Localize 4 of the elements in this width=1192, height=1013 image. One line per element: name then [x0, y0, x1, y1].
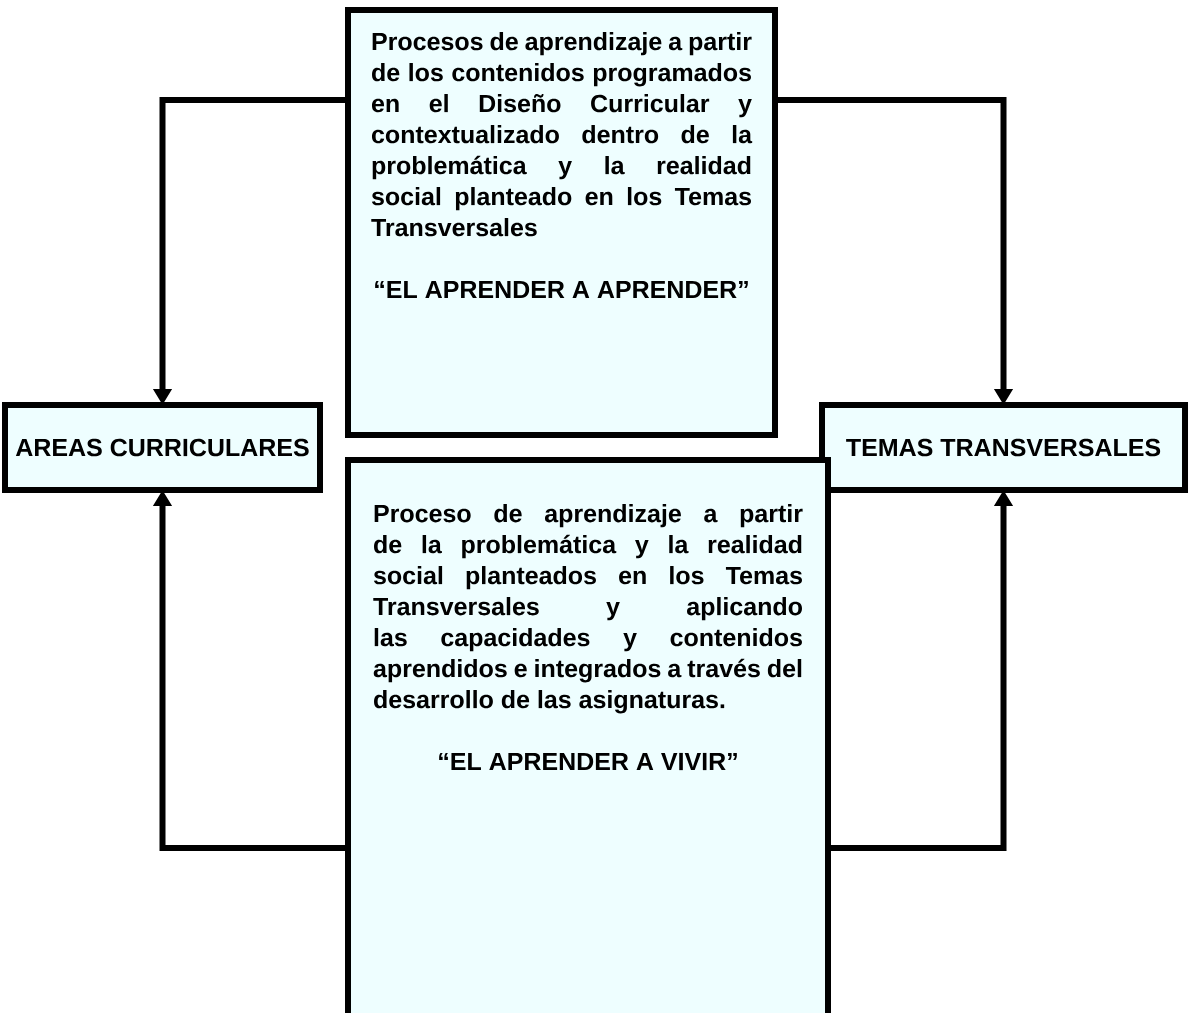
text-box: Proceso de aprendizaje a partir de la problemática y la realidad social planteados en los Temas Transversales y aplicando las capacidades y contenidos aprendidos e integrados a través del desarrollo de las asignaturas. “EL APRENDER A VIVIR” [345, 457, 831, 1013]
text-box: Procesos de aprendizaje a partir de los contenidos programados en el Diseño Curricular y contextualizado dentro de la problemática y la realidad social planteado en los Temas Transversales “EL APRENDER A APRENDER” [345, 7, 778, 438]
text-box: TEMAS TRANSVERSALES [819, 402, 1188, 493]
text-box: AREAS CURRICULARES [2, 402, 323, 493]
